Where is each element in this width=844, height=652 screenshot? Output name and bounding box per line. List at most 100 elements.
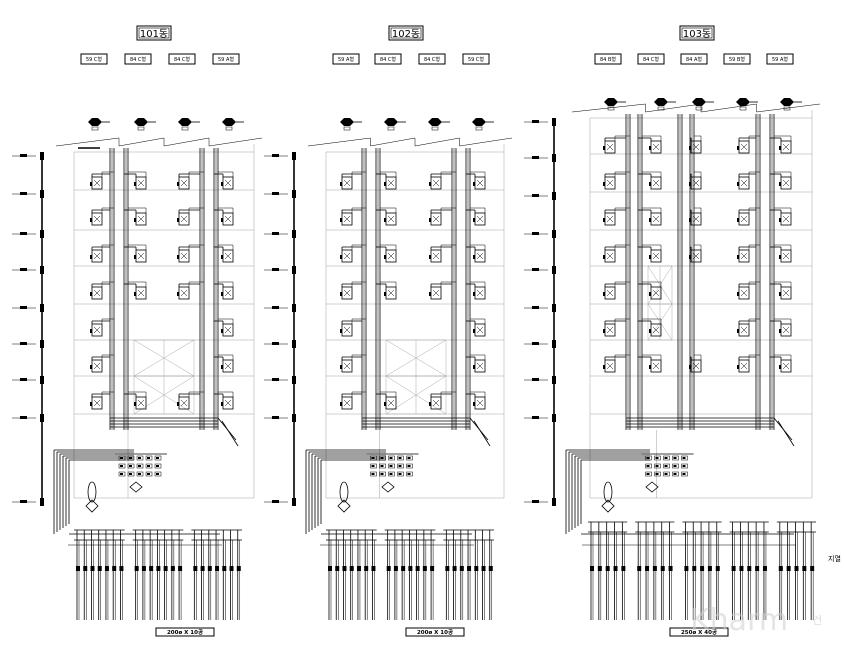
manifold-valve (673, 457, 677, 459)
borehole-valve (692, 566, 697, 571)
fan-coil-coil (137, 289, 145, 297)
pump-symbol (337, 499, 351, 513)
rooftop-unit (736, 98, 750, 106)
fan-coil-coil (93, 215, 101, 223)
valve (603, 255, 605, 259)
borehole-valve (207, 566, 212, 571)
borehole-valve (76, 566, 80, 571)
bus-node (292, 152, 296, 160)
borehole-valve (652, 566, 657, 571)
manifold-port (379, 455, 386, 461)
manifold-valve (138, 457, 141, 459)
level-tag (20, 268, 27, 271)
bus-node (40, 152, 44, 160)
valve (473, 402, 475, 406)
manifold-valve (156, 465, 159, 467)
fan-coil-coil (652, 289, 660, 297)
level-tag (272, 268, 279, 271)
bus-node (552, 230, 556, 238)
fan-coil-coil (476, 362, 484, 370)
fan-coil-coil (692, 143, 700, 151)
fan-coil-coil (476, 215, 484, 223)
unit-type-tag: 59 C형 (86, 56, 102, 63)
fan-coil-coil (740, 326, 748, 334)
valve (779, 329, 781, 333)
manifold-port (681, 455, 688, 461)
fan-coil-coil (343, 179, 351, 187)
valve (649, 329, 651, 333)
fan-coil-coil (224, 326, 232, 334)
bus-node (292, 414, 296, 422)
bus-node (40, 340, 44, 348)
bus-node (40, 266, 44, 274)
manifold-port (118, 455, 126, 461)
fan-coil-coil (224, 179, 232, 187)
manifold-valve (129, 457, 132, 459)
fan-coil-coil (782, 326, 790, 334)
valve (473, 292, 475, 296)
manifold-port (397, 471, 404, 477)
fan-coil-coil (652, 362, 660, 370)
level-tag (272, 378, 279, 381)
manifold-port (136, 471, 144, 477)
borehole-valve (452, 566, 457, 571)
manifold-valve (147, 465, 150, 467)
bus-node (292, 304, 296, 312)
manifold-port (397, 455, 404, 461)
valve (429, 182, 431, 186)
manifold-port (370, 463, 377, 469)
fan-coil-coil (432, 215, 440, 223)
unit-type-tag: 59 C형 (468, 56, 484, 63)
manifold-port (663, 455, 670, 461)
rooftop-unit (88, 118, 102, 126)
borehole-valve (802, 566, 807, 571)
manifold-port (672, 455, 679, 461)
manifold-port (645, 471, 652, 477)
manifold-port (154, 463, 162, 469)
manifold-valve (655, 457, 659, 459)
manifold-valve (147, 473, 150, 475)
valve (473, 365, 475, 369)
fan-coil-coil (740, 252, 748, 260)
fan-coil-coil (93, 252, 101, 260)
manifold-valve (389, 457, 393, 459)
building-101-title: 101동 (136, 25, 172, 41)
manifold-port (136, 463, 144, 469)
roof-line (55, 137, 263, 147)
valve (603, 218, 605, 222)
fan-coil-coil (782, 215, 790, 223)
valve (90, 182, 92, 186)
header-size-103: 250ø X 40공 (669, 627, 729, 637)
valve (340, 329, 342, 333)
valve (177, 218, 179, 222)
borehole-valve (613, 566, 618, 571)
borehole-valve (170, 566, 175, 571)
rooftop-unit (654, 98, 668, 106)
valve (737, 255, 739, 259)
level-tag (532, 156, 539, 159)
valve (177, 182, 179, 186)
unit-type-tag: 84 B형 (600, 56, 616, 63)
rooftop-unit-base (475, 126, 483, 131)
manifold-port (681, 471, 688, 477)
borehole-valve (621, 566, 626, 571)
valve (649, 365, 651, 369)
level-tag (20, 232, 27, 235)
valve (384, 292, 386, 296)
valve (603, 365, 605, 369)
level-tag (532, 306, 539, 309)
borehole-valve (430, 566, 435, 571)
manifold-valve (120, 465, 123, 467)
borehole-valve (445, 566, 450, 571)
bus-node (292, 376, 296, 384)
borehole-valve (349, 566, 354, 571)
unit-type-tag: 84 C형 (643, 56, 659, 63)
level-tag (20, 342, 27, 345)
valve (737, 329, 739, 333)
bus-node (552, 192, 556, 200)
rooftop-unit (472, 118, 486, 126)
manifold-port (118, 463, 126, 469)
borehole-valve (229, 566, 234, 571)
manifold-valve (371, 465, 375, 467)
fan-coil-coil (137, 179, 145, 187)
